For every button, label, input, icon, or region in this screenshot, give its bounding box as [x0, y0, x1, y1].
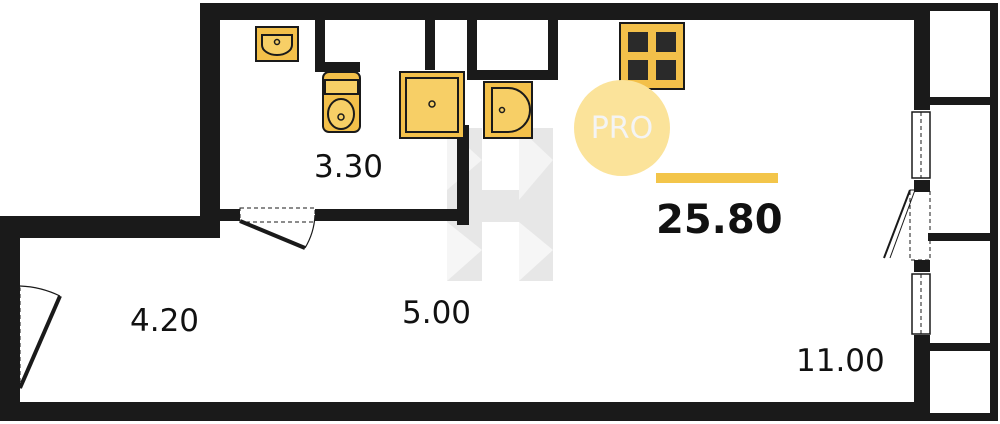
pro-badge: PRO	[574, 80, 670, 176]
area-accent-bar	[656, 173, 778, 183]
living-area-label: 11.00	[796, 343, 885, 379]
stove	[619, 22, 685, 90]
total-area-label: 25.80	[656, 197, 783, 243]
sink	[483, 81, 533, 139]
shower-tray	[399, 71, 465, 139]
watermark-logo	[447, 128, 553, 281]
balcony-door[interactable]	[883, 189, 931, 261]
entrance-door[interactable]	[4, 285, 62, 389]
hallway-area-label: 4.20	[130, 303, 200, 339]
walls	[0, 3, 998, 421]
windows	[911, 111, 931, 335]
corridor-area-label: 5.00	[402, 295, 472, 331]
bathroom-door[interactable]	[239, 207, 316, 250]
washbasin-top	[255, 26, 299, 62]
bathroom-area-label: 3.30	[314, 149, 384, 185]
toilet	[322, 71, 361, 133]
